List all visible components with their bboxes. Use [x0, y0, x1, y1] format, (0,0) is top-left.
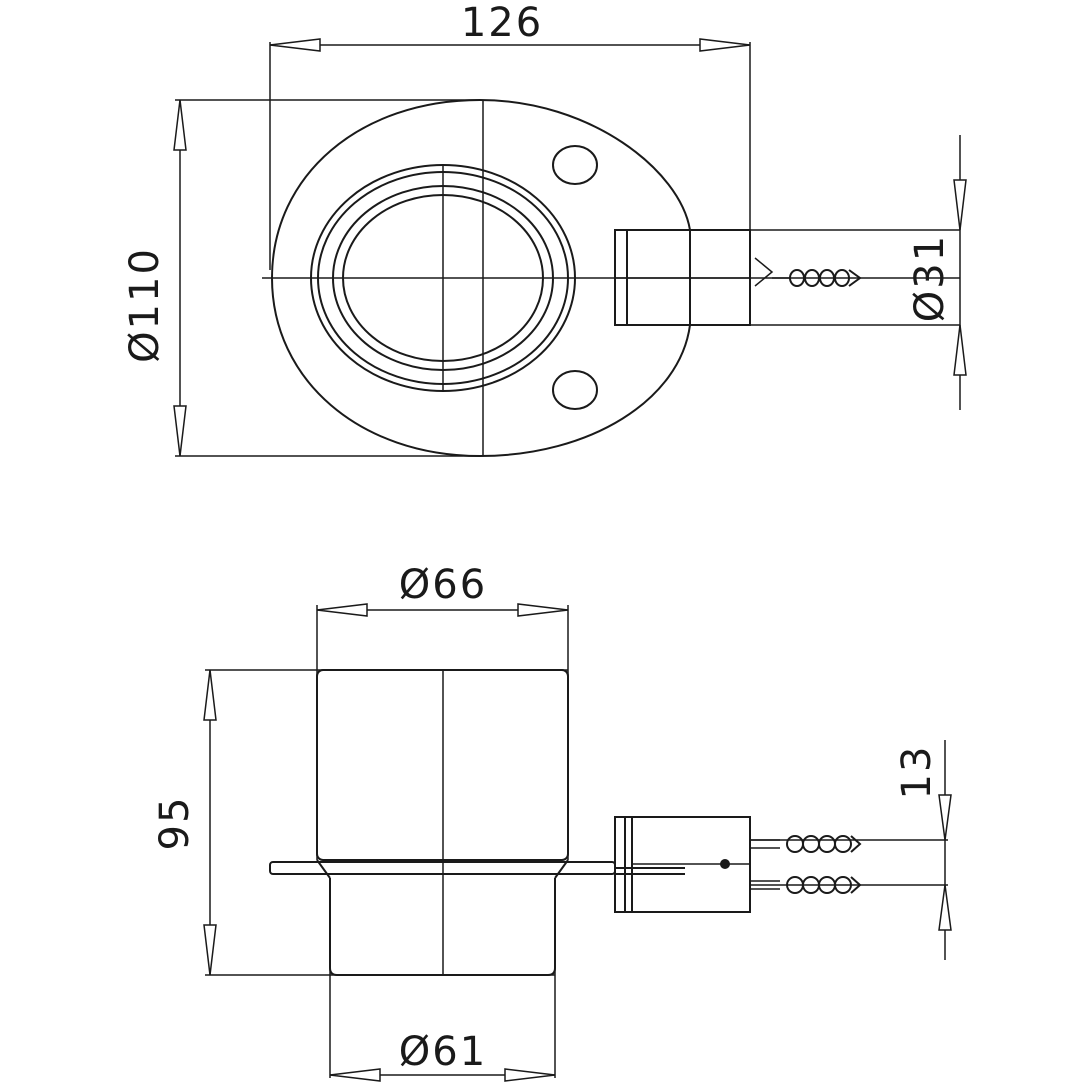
wall-anchor-lower	[750, 876, 862, 894]
arm-block-side	[614, 816, 751, 913]
dimension-cup-top: Ø66	[316, 562, 569, 617]
dimension-height: 95	[152, 669, 217, 976]
arm-cylinder	[614, 229, 751, 326]
wall-anchor-upper	[750, 835, 862, 853]
screw-hole-bottom	[552, 370, 598, 410]
dimension-label-126: 126	[461, 0, 543, 46]
top-view: 126 Ø110 Ø31	[122, 0, 967, 458]
dimension-overall-width: 126	[269, 0, 751, 52]
mounting-plate-outline	[270, 98, 691, 458]
dimension-label-d110: Ø110	[122, 247, 168, 363]
dimension-label-d66: Ø66	[399, 562, 487, 608]
dimension-label-95: 95	[152, 796, 198, 851]
side-view: Ø66 Ø61 95 13	[152, 562, 952, 1082]
dimension-label-13: 13	[894, 745, 940, 800]
dimension-plate-diameter: Ø110	[122, 99, 187, 457]
wall-anchor-top	[754, 257, 862, 287]
dimension-label-d61: Ø61	[399, 1029, 487, 1075]
screw-hole-top	[552, 145, 598, 185]
dimension-mount-spacing: 13	[894, 740, 952, 960]
dimension-arm-diameter: Ø31	[907, 135, 967, 410]
dimension-cup-bottom: Ø61	[329, 1029, 556, 1082]
